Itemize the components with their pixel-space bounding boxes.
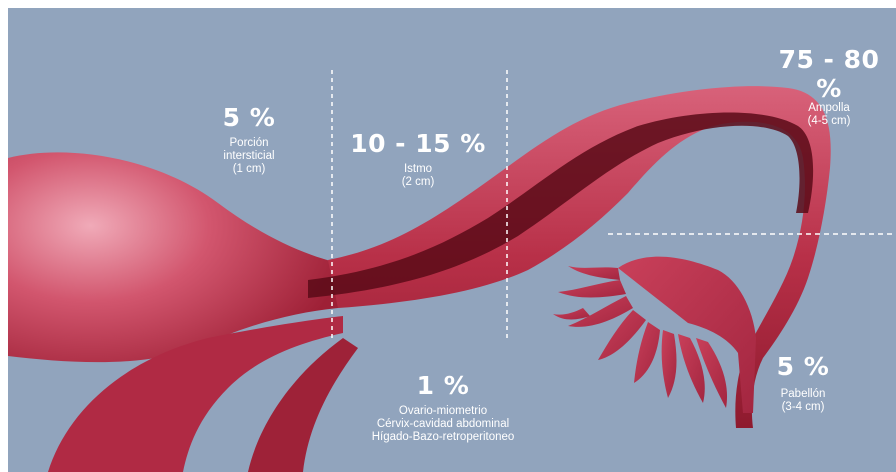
- fimbriae: [553, 257, 756, 413]
- infundibulum-name: Pabellón: [758, 388, 848, 401]
- ampulla-percent: 75 - 80 %: [762, 46, 896, 104]
- label-isthmus: 10 - 15 % Istmo (2 cm): [343, 130, 493, 189]
- interstitial-name-line2: intersticial: [194, 150, 304, 163]
- other-line-2: Cérvix-cavidad abdominal: [338, 418, 548, 431]
- other-line-3: Hígado-Bazo-retroperitoneo: [338, 431, 548, 444]
- infundibulum-percent: 5 %: [758, 353, 848, 382]
- interstitial-percent: 5 %: [194, 104, 304, 133]
- other-percent: 1 %: [338, 372, 548, 401]
- interstitial-name-line1: Porción: [194, 137, 304, 150]
- label-ampulla: 75 - 80 % Ampolla (4-5 cm): [762, 46, 896, 128]
- ampulla-name: Ampolla: [762, 102, 896, 115]
- isthmus-size: (2 cm): [343, 176, 493, 189]
- label-other-sites: 1 % Ovario-miometrio Cérvix-cavidad abdo…: [338, 372, 548, 444]
- other-line-1: Ovario-miometrio: [338, 405, 548, 418]
- diagram-frame: 5 % Porción intersticial (1 cm) 10 - 15 …: [8, 8, 896, 472]
- label-infundibulum: 5 % Pabellón (3-4 cm): [758, 353, 848, 414]
- ampulla-size: (4-5 cm): [762, 115, 896, 128]
- isthmus-percent: 10 - 15 %: [343, 130, 493, 159]
- interstitial-size: (1 cm): [194, 163, 304, 176]
- label-interstitial: 5 % Porción intersticial (1 cm): [194, 104, 304, 176]
- isthmus-name: Istmo: [343, 163, 493, 176]
- infundibulum-size: (3-4 cm): [758, 401, 848, 414]
